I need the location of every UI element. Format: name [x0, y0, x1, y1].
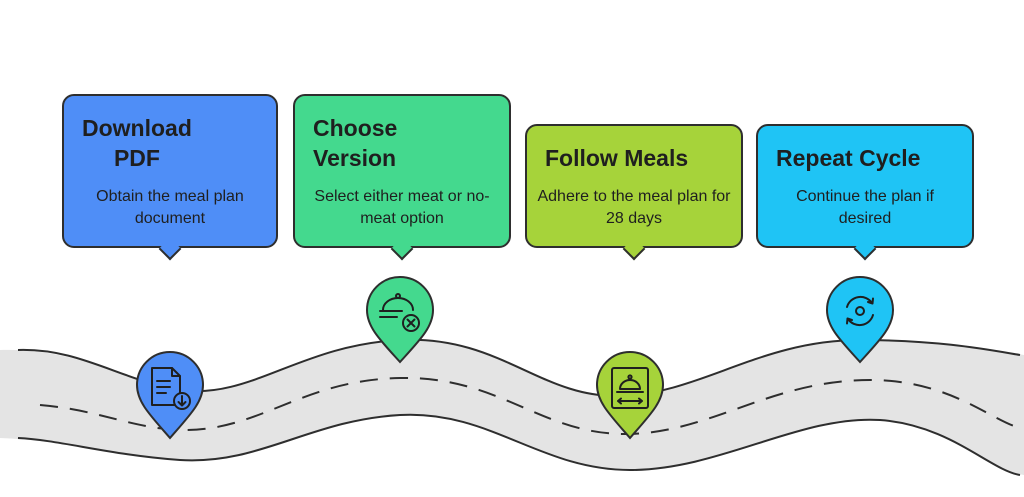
step-description: Continue the plan if desired [796, 188, 934, 227]
step-card-follow-meals: Follow Meals Adhere to the meal plan for… [525, 124, 743, 261]
road-edge-bottom [17, 413, 1021, 476]
pin-choose-version [365, 276, 435, 364]
cloche-cancel-icon [379, 293, 420, 332]
step-description: Obtain the meal plan document [96, 188, 244, 227]
step-title: Download PDF [82, 115, 192, 171]
step-card-download-pdf: Download PDF Obtain the meal plan docume… [62, 94, 278, 261]
step-title: Follow Meals [545, 145, 689, 171]
road-center-line [39, 376, 1021, 436]
repeat-cycle-icon [846, 295, 874, 327]
serving-tray-icon [611, 367, 649, 409]
document-download-icon [151, 367, 191, 410]
pin-download-pdf [135, 351, 205, 440]
step-title: Choose Version [313, 115, 398, 171]
step-card-choose-version: Choose Version Select either meat or no-… [293, 94, 511, 261]
road-surface [0, 339, 1024, 475]
step-title: Repeat Cycle [776, 145, 921, 171]
step-description: Adhere to the meal plan for 28 days [537, 188, 731, 227]
step-description: Select either meat or no-meat option [314, 188, 490, 227]
pin-follow-meals [595, 351, 665, 440]
pin-repeat-cycle [825, 276, 895, 364]
step-card-repeat-cycle: Repeat Cycle Continue the plan if desire… [756, 124, 974, 261]
